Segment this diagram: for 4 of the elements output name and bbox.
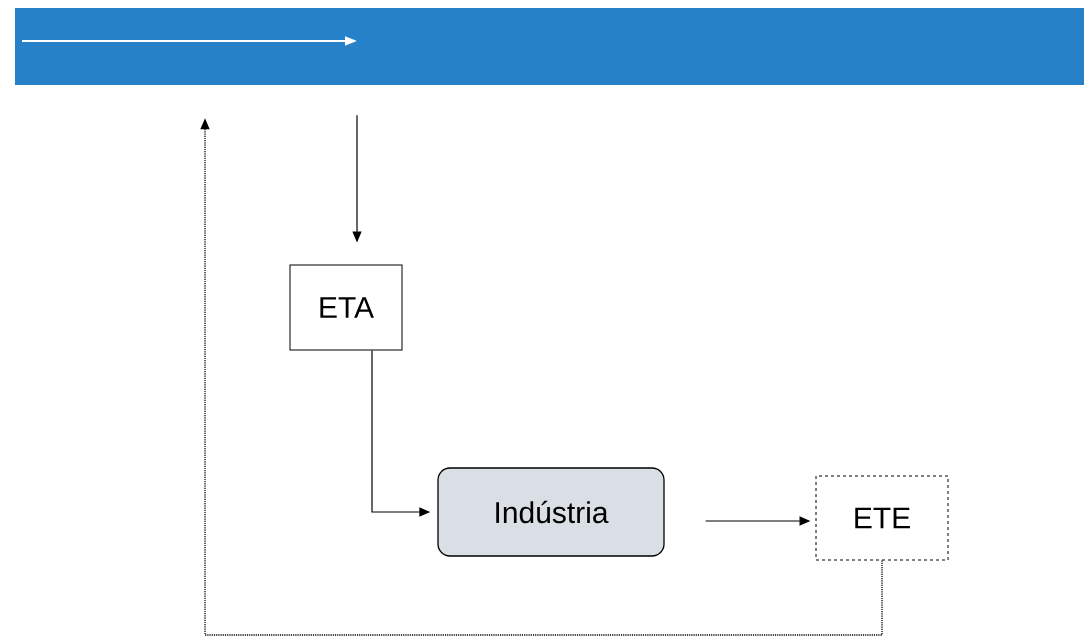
process-box: ETE <box>815 475 949 561</box>
process-box: ETA <box>289 264 403 351</box>
process-box: Indústria <box>437 467 665 557</box>
river-band <box>15 8 1084 85</box>
